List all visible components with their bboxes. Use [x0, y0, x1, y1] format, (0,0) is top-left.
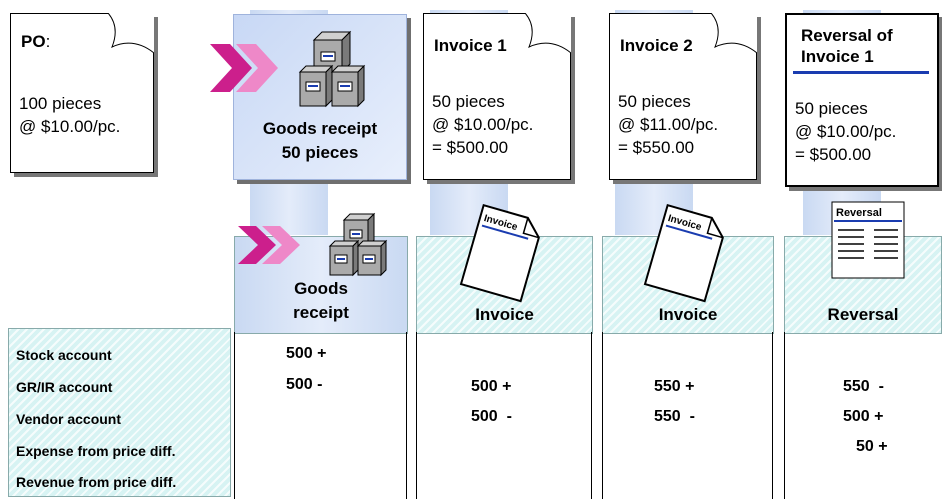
delivery-arrows-icon [238, 226, 300, 264]
gr-grir-entry: 500 - [286, 376, 323, 393]
reversal-total: = $500.00 [795, 145, 872, 164]
column-invoice-1-body [416, 332, 592, 499]
column-goods-receipt-label-1: Goods [294, 279, 348, 298]
po-quantity: 100 pieces [19, 94, 102, 113]
inv2-vendor-entry: 550 - [654, 408, 695, 425]
rev-price-diff-entry: 50 + [856, 438, 888, 455]
goods-receipt-doc-qty: 50 pieces [281, 143, 359, 162]
inv1-vendor-entry: 500 - [471, 408, 512, 425]
column-goods-receipt-label-2: receipt [293, 303, 349, 322]
account-gr-ir: GR/IR account [16, 379, 113, 395]
column-goods-receipt-body [234, 332, 407, 499]
goods-receipt-doc-label: Goods receipt [262, 119, 378, 138]
inv1-grir-entry: 500 + [471, 378, 512, 395]
po-document: PO: 100 pieces @ $10.00/pc. [10, 13, 154, 173]
invoice-2-price: @ $11.00/pc. [618, 115, 719, 134]
reversal-document: Reversal of Invoice 1 50 pieces @ $10.00/… [785, 13, 939, 187]
reversal-price: @ $10.00/pc. [795, 122, 897, 141]
po-colon: : [45, 32, 51, 51]
reversal-title-underline [793, 71, 929, 74]
page-fold-icon [525, 13, 571, 53]
account-revenue-price-diff: Revenue from price diff. [16, 474, 177, 490]
reversal-title-line2: Invoice 1 [801, 47, 874, 66]
po-title: PO [21, 32, 46, 51]
accounts-legend: Stock account GR/IR account Vendor accou… [8, 328, 231, 497]
page-fold-icon [108, 13, 154, 53]
reversal-document-icon: Reversal [831, 201, 905, 279]
account-expense-price-diff: Expense from price diff. [16, 443, 176, 459]
gr-stock-entry: 500 + [286, 345, 327, 362]
invoice-1-title: Invoice 1 [434, 36, 507, 55]
po-price: @ $10.00/pc. [19, 117, 121, 136]
column-reversal-body [784, 332, 941, 499]
boxes-icon [298, 30, 366, 108]
invoice-icon: Invoice [459, 203, 540, 303]
invoice-icon: Invoice [643, 203, 724, 303]
invoice-1-document: Invoice 1 50 pieces @ $10.00/pc. = $500.00 [423, 13, 571, 180]
boxes-icon [328, 212, 388, 277]
invoice-2-document: Invoice 2 50 pieces @ $11.00/pc. = $550.00 [609, 13, 757, 180]
column-invoice-2-label: Invoice [658, 305, 718, 324]
delivery-arrows-icon [210, 44, 278, 92]
rev-vendor-entry: 500 + [843, 408, 884, 425]
column-invoice-2-body [602, 332, 773, 499]
invoice-2-qty: 50 pieces [618, 92, 691, 111]
invoice-1-total: = $500.00 [432, 138, 509, 157]
invoice-1-qty: 50 pieces [432, 92, 505, 111]
inv2-grir-entry: 550 + [654, 378, 695, 395]
invoice-1-price: @ $10.00/pc. [432, 115, 534, 134]
page-fold-icon [711, 13, 757, 53]
invoice-2-title: Invoice 2 [620, 36, 693, 55]
reversal-title-line1: Reversal of [801, 26, 893, 45]
rev-grir-entry: 550 - [843, 378, 884, 395]
column-reversal-label: Reversal [827, 305, 899, 324]
column-invoice-1-label: Invoice [475, 305, 534, 324]
invoice-2-total: = $550.00 [618, 138, 695, 157]
reversal-qty: 50 pieces [795, 99, 868, 118]
reversal-icon-text: Reversal [836, 207, 882, 219]
account-vendor: Vendor account [16, 411, 122, 427]
account-stock: Stock account [16, 347, 112, 363]
